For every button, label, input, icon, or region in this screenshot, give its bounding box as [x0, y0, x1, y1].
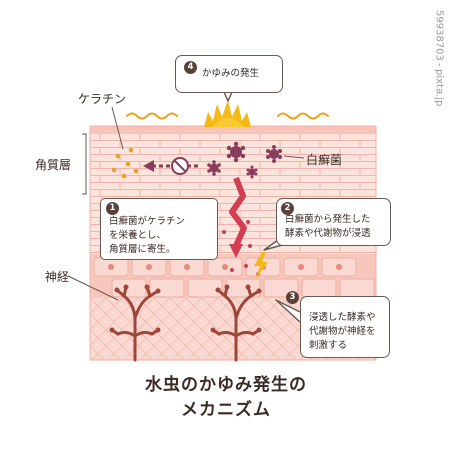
callout-2-line: 酵素や代謝物が浸透 [285, 228, 371, 239]
zigzag-arrow-icon [229, 176, 247, 258]
lightning-icon [254, 252, 268, 280]
callout-3-number: 3 [286, 291, 299, 304]
callout-2: 2 白癬菌から発生した 酵素や代謝物が浸透 [276, 198, 391, 246]
callout-4-tail [223, 91, 233, 102]
callout-1: 1 白癬菌がケラチン を栄養とし、 角質層に寄生。 [100, 198, 218, 260]
keratin-pointer [111, 106, 124, 150]
watermark-separator: - [433, 62, 445, 67]
nerve-icon [110, 285, 261, 362]
itch-burst-icon [204, 100, 251, 127]
fungus-icon [207, 141, 282, 179]
nerve-pointer [67, 275, 119, 301]
title-line-1: 水虫のかゆみ発生の [145, 375, 307, 395]
watermark-id: 59938703 [433, 10, 445, 61]
stratum-corneum-bracket [82, 133, 87, 195]
callout-2-line: 白癬菌から発生した [285, 214, 371, 225]
callout-1-number: 1 [106, 202, 119, 215]
watermark-site: pixta.jp [433, 68, 445, 106]
keratin-label: ケラチン [78, 92, 127, 106]
callout-3: 3 浸透した酵素や 代謝物が神経を 刺激する [286, 291, 390, 358]
skin-surface [90, 126, 376, 136]
callout-4-number: 4 [184, 61, 197, 74]
stratum-corneum-label: 角質層 [35, 158, 72, 172]
stratum-corneum-layer [90, 134, 376, 194]
nerve-label: 神経 [45, 270, 70, 284]
wavy-line-icon [126, 112, 329, 120]
nerve-ending [109, 284, 262, 333]
watermark: 59938703 - pixta.jp [432, 10, 446, 106]
trichophyton-label: 白癬菌 [306, 153, 343, 167]
callout-4: 4 かゆみの発生 [175, 55, 283, 93]
callout-3-line: 刺激する [309, 340, 348, 351]
callout-3-tail [275, 299, 301, 323]
title-line-2: メカニズム [181, 400, 271, 420]
callout-1-line: を栄養とし、 [109, 230, 167, 241]
callout-3-line: 代謝物が神経を [309, 326, 376, 337]
callout-2-number: 2 [281, 202, 294, 215]
no-symbol-icon [171, 157, 189, 175]
callout-4-text: かゆみの発生 [202, 68, 260, 79]
callout-1-line: 角質層に寄生。 [109, 244, 176, 255]
callout-1-line: 白癬菌がケラチン [109, 216, 186, 227]
keratin-dot-icon [111, 147, 139, 179]
trichophyton-pointer [283, 155, 305, 159]
callout-3-line: 浸透した酵素や [309, 312, 376, 323]
